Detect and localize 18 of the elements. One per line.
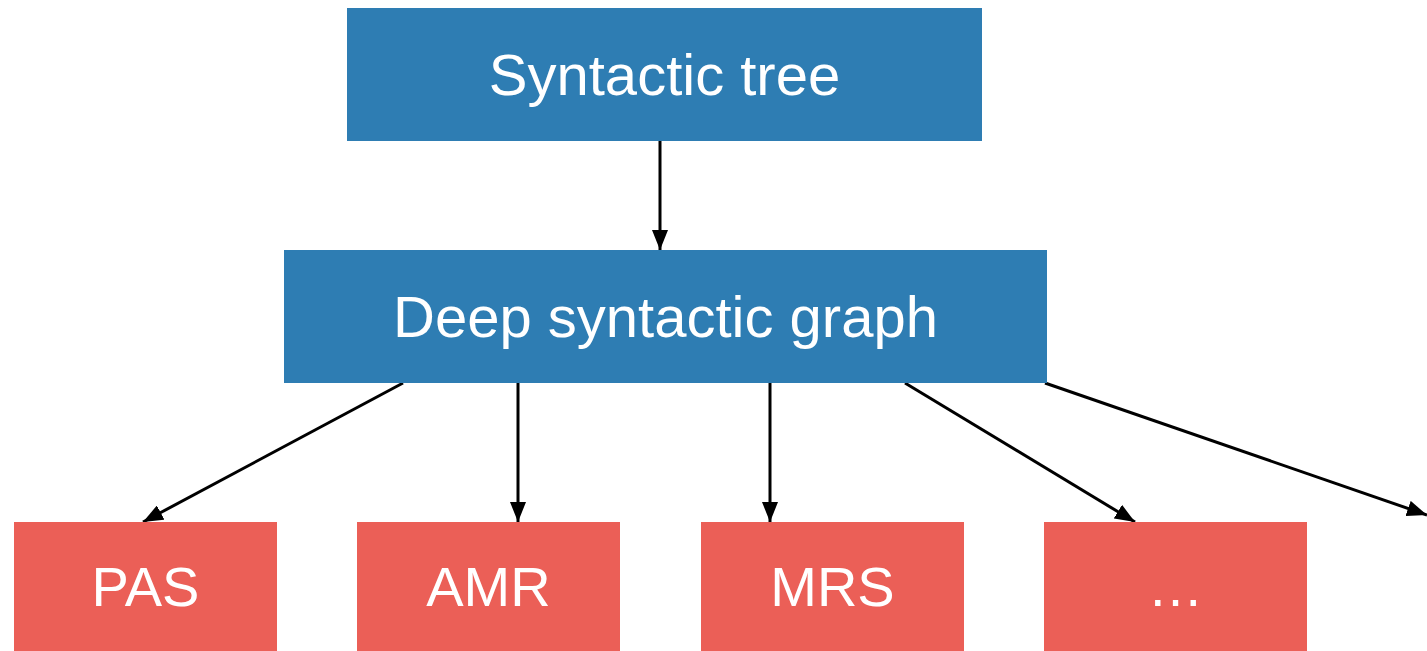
arrow	[510, 383, 526, 522]
output-box	[14, 522, 277, 651]
output-box	[1044, 522, 1307, 651]
arrow	[1044, 381, 1427, 517]
process-box	[347, 8, 982, 141]
arrow	[762, 383, 778, 522]
output-box	[357, 522, 620, 651]
node-label: AMR	[426, 554, 551, 619]
node-label: Deep syntactic graph	[393, 283, 938, 350]
node-label: MRS	[770, 554, 895, 619]
output-box	[701, 522, 964, 651]
node-label: Syntactic tree	[488, 41, 841, 108]
node-label: …	[1147, 554, 1204, 619]
process-box	[284, 250, 1047, 383]
arrow	[904, 381, 1136, 524]
arrow	[652, 141, 668, 250]
arrow	[142, 381, 404, 524]
node-label: PAS	[91, 554, 200, 619]
